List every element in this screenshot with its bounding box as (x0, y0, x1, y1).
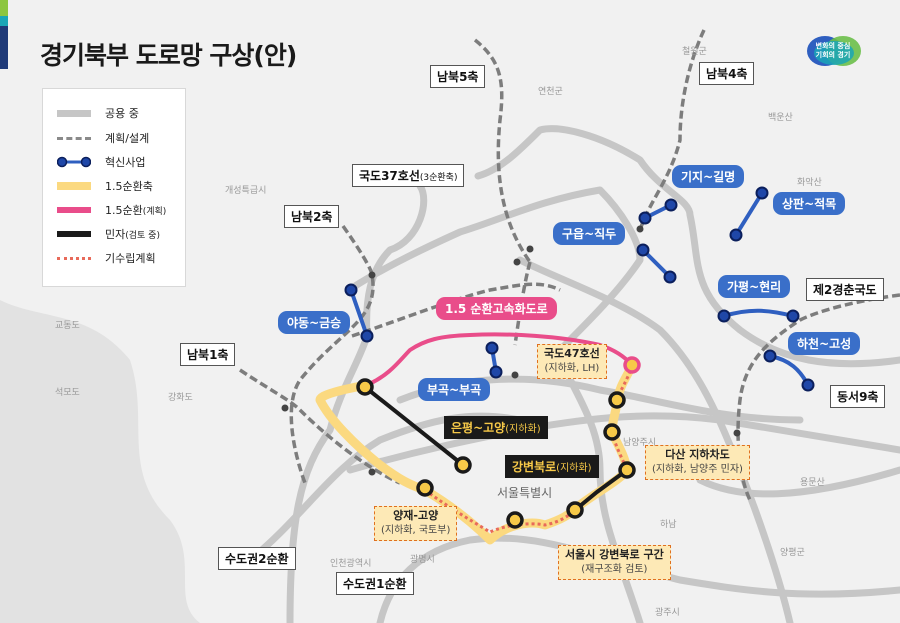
place-label: 연천군 (538, 87, 563, 97)
place-label: 남양주시 (623, 438, 657, 448)
logo-text: 변화의 중심 기회의 경기 (806, 34, 860, 68)
legend-sub: (검토 중) (125, 230, 160, 241)
axis-ns1: 남북1축 (180, 343, 236, 366)
project-label: 상판~적목 (773, 192, 846, 215)
place-label: 광명시 (410, 555, 435, 565)
private-sub: (지하화) (556, 463, 592, 474)
planned-box: 국도47호선 (지하화, LH) (537, 344, 607, 379)
legend-label: 계획/설계 (105, 132, 150, 145)
private-title: 은평~고양 (451, 421, 506, 435)
legend-label: 민자 (105, 228, 126, 241)
place-label: 강화도 (168, 393, 193, 403)
blue-node-line-icon (56, 155, 92, 169)
yellow-line-icon (57, 182, 91, 190)
legend-label: 혁신사업 (105, 156, 146, 169)
ring-nodes (356, 378, 636, 529)
innovation-nodes (344, 186, 815, 392)
legend-item-existing: 공용 중 (57, 103, 139, 123)
legend-label: 1.5순환축 (105, 180, 153, 193)
place-label: 석모도 (55, 388, 80, 398)
axis-ns4: 남북4축 (699, 62, 755, 85)
place-label: 철원군 (682, 47, 707, 57)
project-label: 하천~고성 (788, 332, 861, 355)
project-label: 가평~현리 (718, 275, 791, 298)
place-label: 용문산 (800, 478, 825, 488)
junction-nodes (281, 225, 741, 476)
accent-bar-navy (0, 26, 8, 69)
place-label: 양평군 (780, 548, 805, 558)
legend-item-private: 민자(검토 중) (57, 224, 160, 244)
sea-area (0, 300, 200, 623)
logo-line1: 변화의 중심 (815, 42, 851, 50)
legend-item-innovation: 혁신사업 (56, 152, 146, 172)
place-label: 백운산 (768, 113, 793, 123)
legend-item-preplanned: 기수립계획 (57, 248, 156, 268)
legend-label: 공용 중 (105, 107, 139, 120)
legend-sub: (계획) (142, 206, 167, 217)
gyeonggi-logo (807, 36, 861, 66)
planned-box: 다산 지하차도 (지하화, 남양주 민자) (645, 445, 750, 480)
place-label: 인천광역시 (330, 559, 372, 569)
private-label: 은평~고양(지하화) (444, 416, 548, 439)
legend: 공용 중 계획/설계 혁신사업 1.5순환축 1.5순환(계획) 민자(검토 중… (42, 88, 186, 287)
private-sub: (지하화) (505, 424, 541, 435)
legend-item-ring15: 1.5순환축 (57, 176, 153, 196)
planned-box-sub: (지하화, LH) (544, 363, 600, 374)
axis-ring1: 수도권1순환 (336, 572, 414, 595)
dashed-gray-line-icon (57, 136, 91, 140)
axis-ns5: 남북5축 (430, 65, 486, 88)
planned-box: 양재-고양 (지하화, 국토부) (374, 506, 458, 541)
page-title: 경기북부 도로망 구상(안) (40, 41, 297, 70)
place-label: 개성특급시 (225, 186, 267, 196)
route37-sub: (3순환축) (419, 173, 458, 183)
planned-box-sub: (지하화, 국토부) (381, 525, 451, 536)
pink-line-icon (57, 207, 91, 213)
ring-node-planned (623, 356, 641, 374)
planned-box-sub: (지하화, 남양주 민자) (652, 464, 743, 475)
project-label: 야동~금승 (278, 311, 351, 334)
planned-box-title: 양재-고양 (393, 509, 439, 522)
legend-label: 1.5순환 (105, 204, 143, 217)
planned-box-title: 서울시 강변북로 구간 (565, 548, 664, 561)
accent-bar-teal (0, 16, 8, 26)
project-label: 기지~길명 (672, 165, 745, 188)
private-lines (363, 385, 629, 512)
axis-ns2: 남북2축 (284, 205, 340, 228)
place-label: 화악산 (797, 178, 822, 188)
place-label: 교동도 (55, 321, 80, 331)
route37-label: 국도37호선 (359, 169, 420, 183)
planned-box-title: 국도47호선 (544, 347, 600, 360)
planned-box: 서울시 강변북로 구간 (재구조화 검토) (558, 545, 671, 580)
planned-box-title: 다산 지하차도 (665, 448, 730, 461)
ring-1-5-planned-line (366, 332, 634, 387)
axis-route37: 국도37호선(3순환축) (352, 164, 465, 187)
legend-item-ring15-planned: 1.5순환(계획) (57, 200, 166, 220)
private-label: 강변북로(지하화) (505, 455, 599, 478)
legend-item-planned: 계획/설계 (57, 128, 149, 148)
axis-ring2: 수도권2순환 (218, 547, 296, 570)
axis-ew9: 동서9축 (830, 385, 886, 408)
project-label: 구읍~직두 (553, 222, 626, 245)
axis-gyeongchun: 제2경춘국도 (806, 278, 884, 301)
place-label: 광주시 (655, 608, 680, 618)
place-label: 서울특별시 (497, 486, 553, 500)
dotted-red-line-icon (57, 256, 91, 260)
logo-line2: 기회의 경기 (815, 51, 851, 59)
project-label: 부곡~부곡 (418, 378, 491, 401)
planned-box-sub: (재구조화 검토) (581, 564, 648, 575)
place-label: 하남 (660, 520, 677, 530)
private-title: 강변북로 (512, 460, 557, 474)
accent-bar-green (0, 0, 8, 16)
ring15-label: 1.5 순환고속화도로 (436, 297, 557, 320)
legend-label: 기수립계획 (105, 252, 156, 265)
black-line-icon (57, 231, 91, 237)
solid-gray-line-icon (57, 109, 91, 117)
